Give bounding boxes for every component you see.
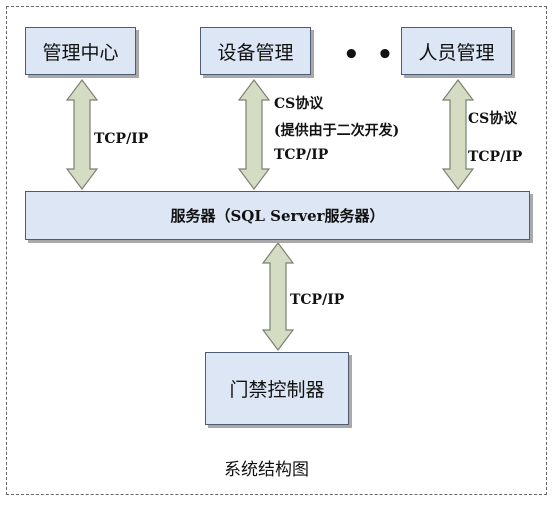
diagram-caption: 系统结构图 [224, 460, 309, 480]
box-management-center-label: 管理中心 [42, 41, 119, 64]
box-staff-management: 人员管理 [401, 27, 512, 75]
label-device-tcp: TCP/IP [274, 147, 329, 163]
box-device-management: 设备管理 [200, 27, 311, 75]
box-staff-management-label: 人员管理 [418, 41, 495, 64]
arrow-device-server [237, 79, 271, 190]
dashed-frame [6, 6, 547, 495]
label-server-controller-tcp: TCP/IP [290, 292, 345, 308]
box-device-management-label: 设备管理 [217, 41, 294, 64]
box-server: 服务器（SQL Server服务器） [25, 191, 530, 240]
label-device-protocol: CS协议 [274, 96, 324, 112]
label-staff-protocol: CS协议 [468, 111, 518, 127]
arrow-staff-server [441, 79, 475, 190]
box-access-controller: 门禁控制器 [205, 352, 349, 425]
label-center-tcp: TCP/IP [94, 131, 149, 147]
label-device-note: (提供由于二次开发) [274, 123, 400, 139]
box-access-controller-label: 门禁控制器 [229, 379, 325, 401]
arrow-center-server [65, 79, 99, 190]
box-management-center: 管理中心 [25, 27, 136, 75]
box-server-label: 服务器（SQL Server服务器） [170, 207, 385, 225]
arrow-server-controller [261, 242, 295, 351]
label-staff-tcp: TCP/IP [468, 149, 523, 165]
